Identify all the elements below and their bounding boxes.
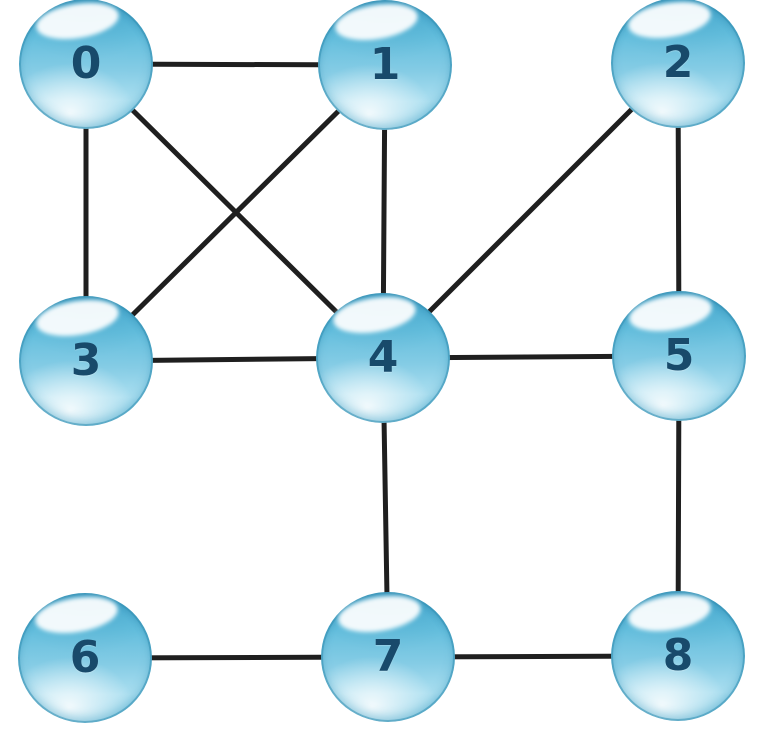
graph-node-1: 1 <box>318 0 452 130</box>
graph-node-label-8: 8 <box>662 630 694 681</box>
graph-node-7: 7 <box>321 592 455 722</box>
graph-node-5: 5 <box>612 291 746 421</box>
graph-node-3: 3 <box>19 296 153 426</box>
graph-node-4: 4 <box>316 293 450 423</box>
graph-node-6: 6 <box>18 593 152 723</box>
graph-node-label-2: 2 <box>662 37 694 88</box>
graph-node-8: 8 <box>611 591 745 721</box>
graph-node-0: 0 <box>19 0 153 129</box>
graph-node-2: 2 <box>611 0 745 128</box>
graph-node-label-5: 5 <box>663 330 695 381</box>
graph-edge-1-3 <box>83 62 388 364</box>
graph-node-label-7: 7 <box>372 631 404 682</box>
graph-node-label-0: 0 <box>70 38 102 89</box>
graph-node-label-4: 4 <box>367 332 399 383</box>
graph-node-label-6: 6 <box>69 632 101 683</box>
graph-node-label-1: 1 <box>369 39 401 90</box>
graph-edge-2-4 <box>380 60 681 361</box>
graph-node-label-3: 3 <box>70 335 102 386</box>
